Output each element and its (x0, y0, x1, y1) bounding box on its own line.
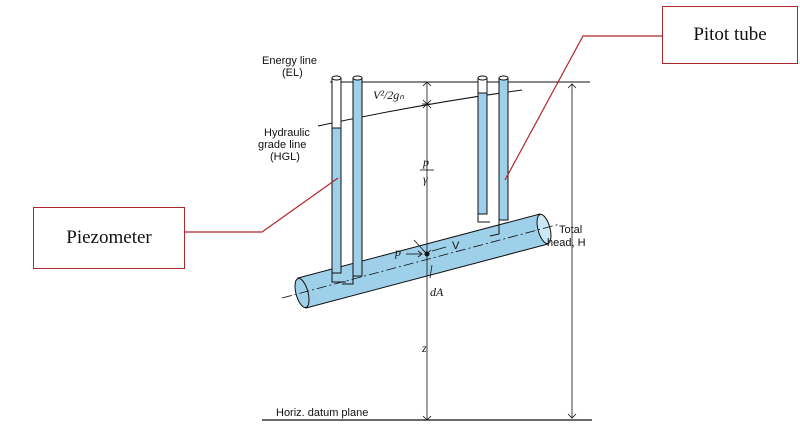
piezometer-callout-leader (185, 177, 339, 233)
hgl-label-3: (HGL) (270, 151, 300, 163)
energy-line-abbrev: (EL) (282, 67, 303, 79)
hgl-label-2: grade line (258, 139, 306, 151)
pressure-head-denominator: γ (423, 172, 428, 186)
piezometer-tube-right (342, 75, 363, 285)
velocity-label: V (452, 240, 460, 252)
piezometer-tube-left (331, 75, 346, 283)
hgl-label-1: Hydraulic (264, 127, 310, 139)
total-head-label-1: Total (559, 224, 582, 236)
velocity-head-label: V²/2gₙ (373, 88, 404, 102)
pitot-tube-left (477, 75, 490, 223)
area-label: dA (430, 285, 444, 299)
pitot-tube-callout: Pitot tube (662, 6, 798, 64)
piezometer-callout: Piezometer (33, 207, 185, 269)
datum-plane-label: Horiz. datum plane (276, 407, 368, 419)
pitot-callout-leader (504, 35, 662, 181)
pressure-head-numerator: p (422, 155, 429, 169)
pitot-tube-right (489, 75, 509, 237)
total-head-label-2: head, H (547, 237, 586, 249)
pitot-tube-callout-text: Pitot tube (693, 24, 767, 45)
energy-line-label: Energy line (262, 55, 317, 67)
piezometer-callout-text: Piezometer (66, 227, 152, 248)
elevation-label: z (421, 341, 427, 355)
hydraulic-grade-line (317, 89, 523, 127)
pipe (281, 213, 561, 309)
pressure-label: p (394, 245, 401, 259)
